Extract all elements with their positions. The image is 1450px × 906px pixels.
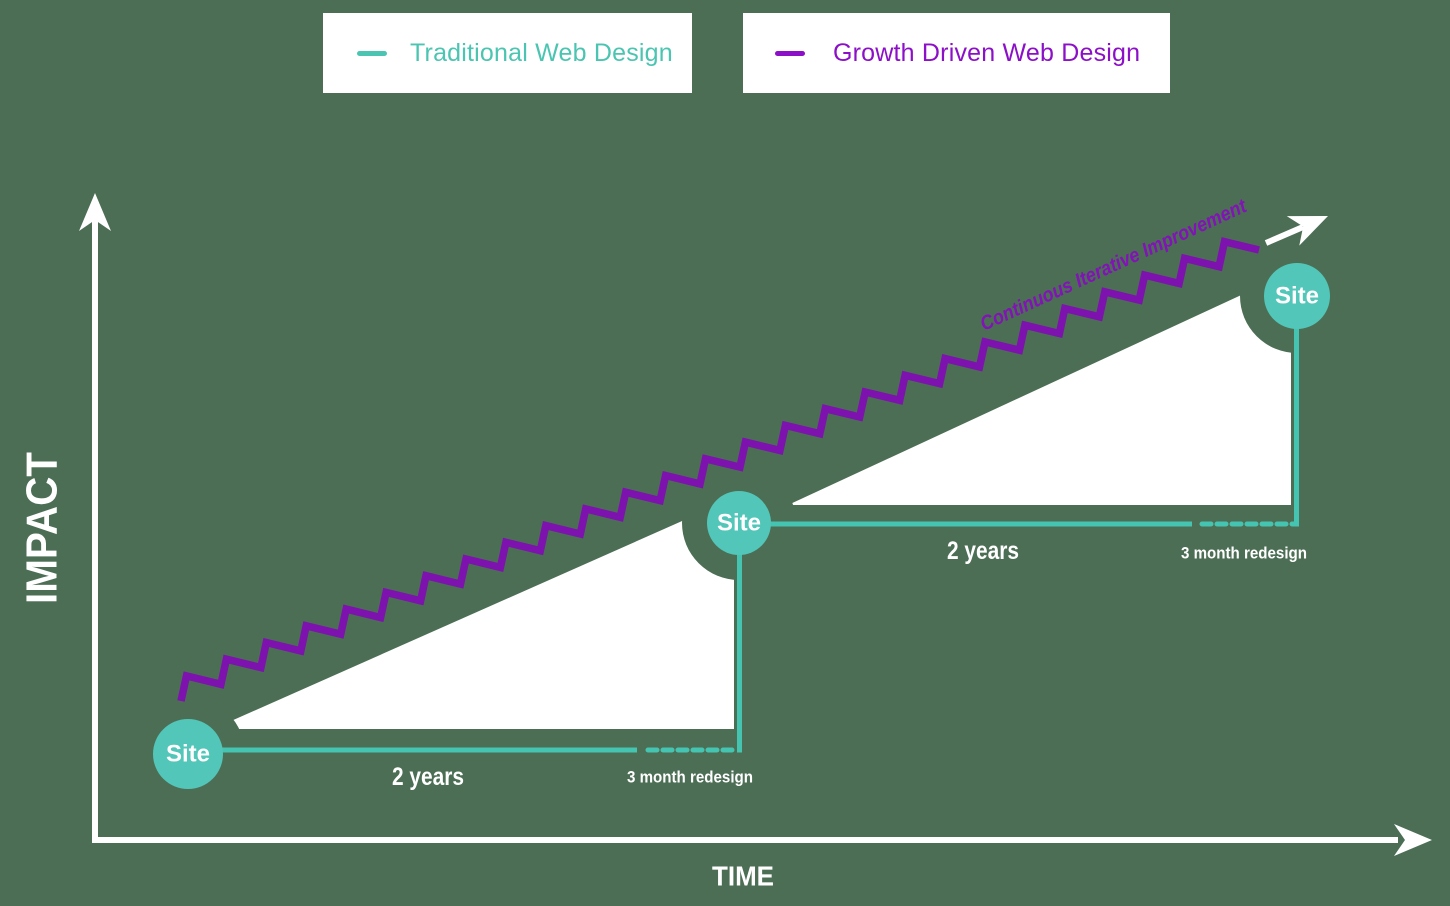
site-label: Site [1275, 283, 1319, 310]
gdd-line-swatch [775, 50, 805, 56]
axes: IMPACT TIME [18, 193, 1432, 892]
legend-gdd-label: Growth Driven Web Design [833, 38, 1141, 67]
gdd-arrow-shaft [1264, 224, 1305, 246]
site-circle [707, 491, 771, 555]
site-label: Site [717, 510, 761, 537]
x-axis-arrow-icon [1394, 824, 1432, 856]
two-years-label-2: 2 years [947, 537, 1019, 565]
traditional-series [190, 312, 1299, 753]
site-circle [153, 719, 223, 789]
traditional-step-gap-triangle-2 [788, 272, 1291, 505]
legend-traditional: Traditional Web Design [323, 13, 692, 93]
site-node-3: Site [1264, 263, 1330, 329]
gdd-arrow-head [1286, 216, 1328, 246]
traditional-step-gap-triangle-1 [213, 498, 734, 729]
two-years-label-1: 2 years [392, 763, 464, 791]
site-label: Site [166, 741, 210, 768]
y-axis-label: IMPACT [18, 452, 67, 604]
traditional-line-swatch [357, 50, 387, 56]
site-circle [1264, 263, 1330, 329]
site-node-2: Site [707, 491, 771, 555]
gdd-zigzag-line [177, 237, 1260, 702]
redesign-label-1: 3 month redesign [627, 768, 753, 787]
legend-gdd: Growth Driven Web Design [743, 13, 1170, 93]
site-node-1: Site [153, 719, 223, 789]
redesign-label-2: 3 month redesign [1181, 544, 1307, 563]
y-axis-arrow-icon [79, 193, 111, 231]
gdd-arrow-icon [1264, 216, 1328, 246]
legend-traditional-label: Traditional Web Design [410, 38, 673, 67]
x-axis-label: TIME [712, 861, 774, 892]
